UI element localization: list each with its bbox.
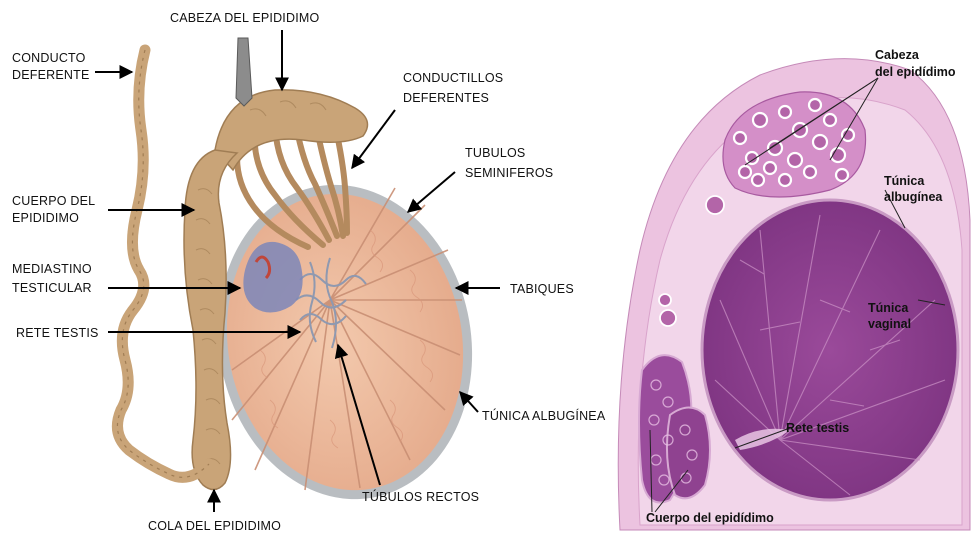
anatomy-illustration (117, 38, 496, 519)
label-mediastino-1: MEDIASTINO (12, 262, 92, 276)
epididymis-head (215, 90, 368, 170)
label-mediastino-2: TESTICULAR (12, 281, 92, 295)
label-tubulos-rectos: TÚBULOS RECTOS (362, 489, 479, 504)
label-tubulos-1: TUBULOS (465, 146, 525, 160)
label-tunica-albuginea-2: albugínea (884, 190, 943, 204)
label-conducto-1: CONDUCTO (12, 51, 86, 65)
label-conducto-2: DEFERENTE (12, 68, 90, 82)
label-cabeza-2: del epidídimo (875, 65, 956, 79)
label-cabeza-1: Cabeza (875, 48, 920, 62)
label-cuerpo-epididimo: Cuerpo del epidídimo (646, 511, 774, 525)
label-cabeza-epididimo: CABEZA DEL EPIDIDIMO (170, 11, 319, 25)
label-conductillos-1: CONDUCTILLOS (403, 71, 503, 85)
label-tunica-albuginea-1: Túnica (884, 174, 925, 188)
label-cuerpo-2: EPIDIDIMO (12, 211, 79, 225)
arrow-tubulos-seminiferos (408, 172, 455, 212)
label-tunica-vaginal-2: vaginal (868, 317, 911, 331)
label-tunica-vaginal-1: Túnica (868, 301, 909, 315)
forceps-shape (236, 38, 252, 106)
histology-epididymis-body-2 (667, 408, 710, 499)
label-tabiques: TABIQUES (510, 282, 574, 296)
label-tunica-albuginea: TÚNICA ALBUGÍNEA (482, 408, 606, 423)
label-cuerpo-1: CUERPO DEL (12, 194, 95, 208)
label-tubulos-2: SEMINIFEROS (465, 166, 553, 180)
label-rete-testis: RETE TESTIS (16, 326, 99, 340)
histology-section (618, 59, 970, 530)
label-conductillos-2: DEFERENTES (403, 91, 489, 105)
label-rete-testis-histo: Rete testis (786, 421, 849, 435)
label-cola-epididimo: COLA DEL EPIDIDIMO (148, 519, 281, 533)
histology-testis (702, 200, 958, 500)
